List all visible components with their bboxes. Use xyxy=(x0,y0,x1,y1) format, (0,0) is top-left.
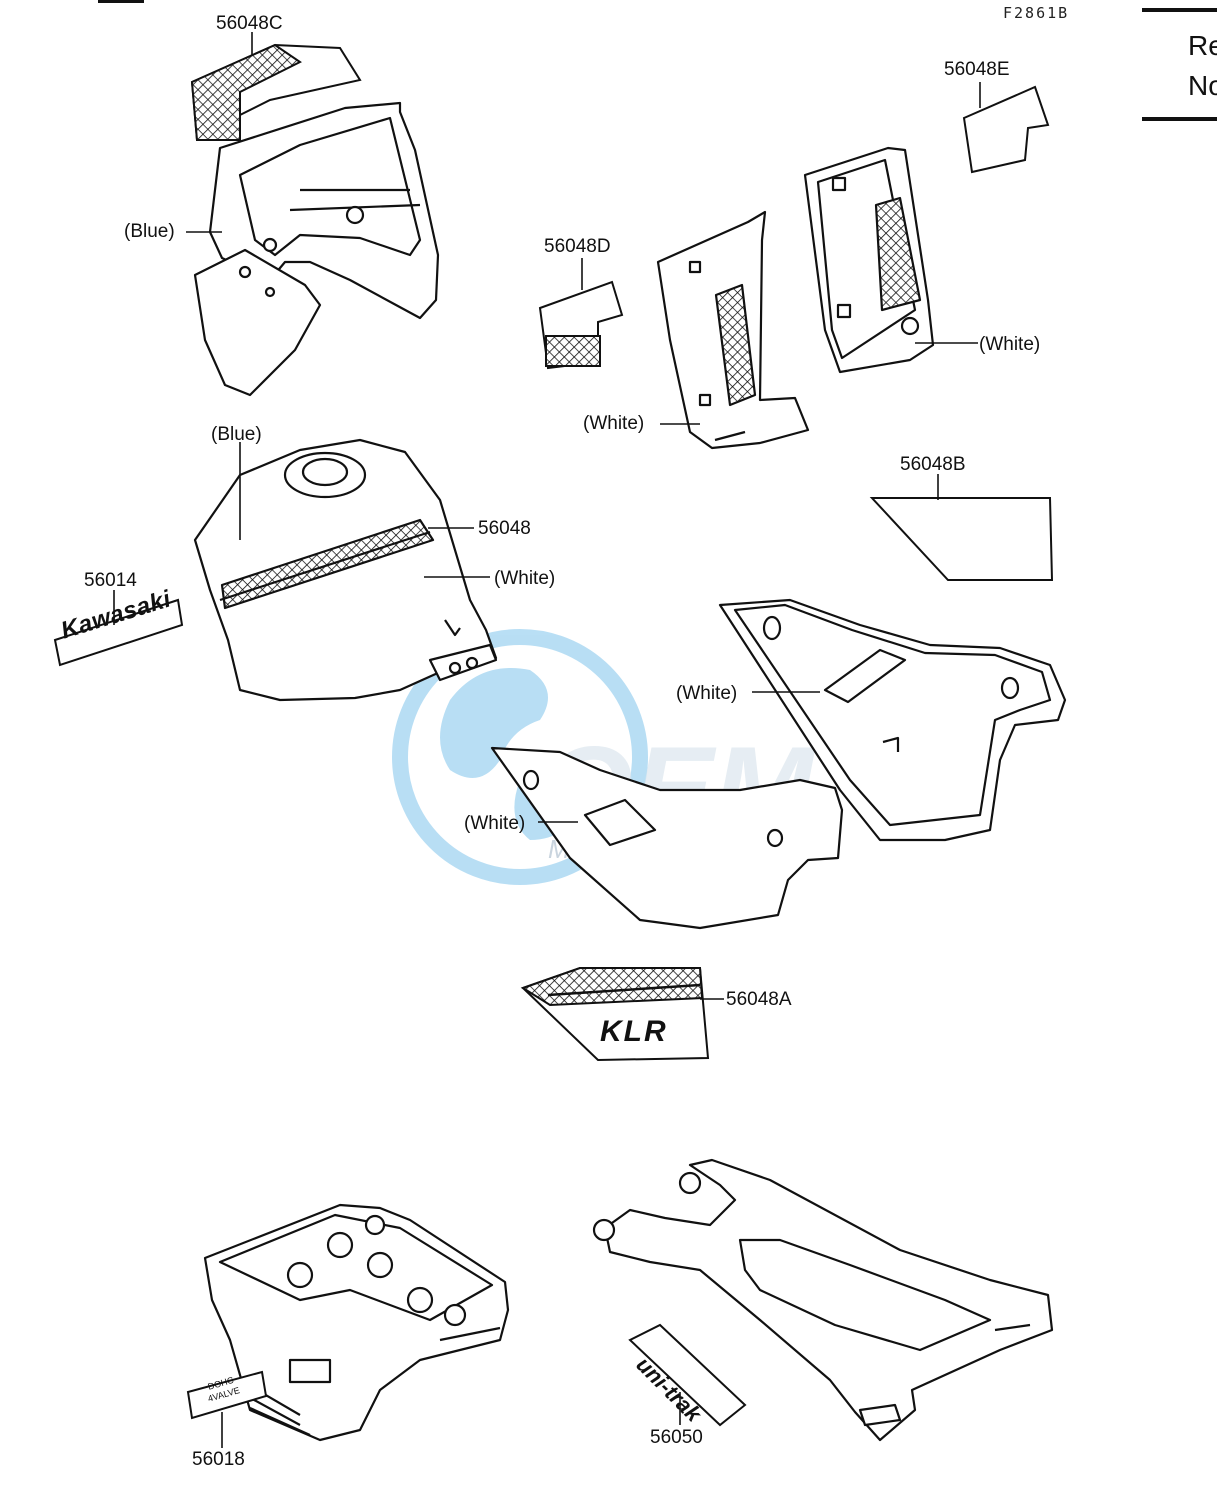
decal-56048C xyxy=(190,43,362,141)
part-number-56048D: 56048D xyxy=(544,236,611,257)
decal-56048A xyxy=(520,967,710,1062)
part-number-56014: 56014 xyxy=(84,570,137,591)
part-number-56050: 56050 xyxy=(650,1427,703,1448)
decal-56048B xyxy=(869,497,1054,581)
side-text-1: Re xyxy=(1188,30,1217,61)
unitrak-emblem xyxy=(628,1323,747,1427)
side-text-2: No xyxy=(1188,70,1217,101)
fuel-tank xyxy=(193,438,498,702)
color-note-upper-side-cover: (White) xyxy=(676,683,738,704)
part-number-56018: 56018 xyxy=(192,1449,245,1470)
decal-56048E xyxy=(962,85,1050,174)
color-note-right-cover: (White) xyxy=(979,334,1041,355)
swing-arm xyxy=(592,1158,1054,1442)
part-number-56048: 56048 xyxy=(478,518,531,539)
drawing-code: F2861B xyxy=(1003,4,1070,22)
decal-56048D xyxy=(538,280,624,370)
klr-logo-text: KLR xyxy=(600,1015,668,1048)
part-number-56048E: 56048E xyxy=(944,59,1010,80)
front-fairing xyxy=(193,101,440,397)
header-rule-bottom xyxy=(1142,117,1217,121)
upper-side-cover xyxy=(718,598,1067,842)
color-note-lower-side-cover: (White) xyxy=(464,813,526,834)
cylinder-head xyxy=(203,1203,510,1442)
color-note-tank-white: (White) xyxy=(494,568,556,589)
header-rule-top xyxy=(1142,8,1217,12)
color-note-fairing: (Blue) xyxy=(124,221,175,242)
left-side-cover xyxy=(656,210,810,450)
dohc-plate xyxy=(186,1370,268,1420)
part-number-56048B: 56048B xyxy=(900,454,966,475)
kawasaki-emblem xyxy=(53,598,184,667)
lower-side-cover xyxy=(490,746,844,930)
color-note-tank-blue: (Blue) xyxy=(211,424,262,445)
part-number-56048C: 56048C xyxy=(216,13,283,34)
right-side-cover xyxy=(803,146,935,374)
color-note-left-cover: (White) xyxy=(583,413,645,434)
part-number-56048A: 56048A xyxy=(726,989,792,1010)
top-left-rule xyxy=(98,0,144,3)
